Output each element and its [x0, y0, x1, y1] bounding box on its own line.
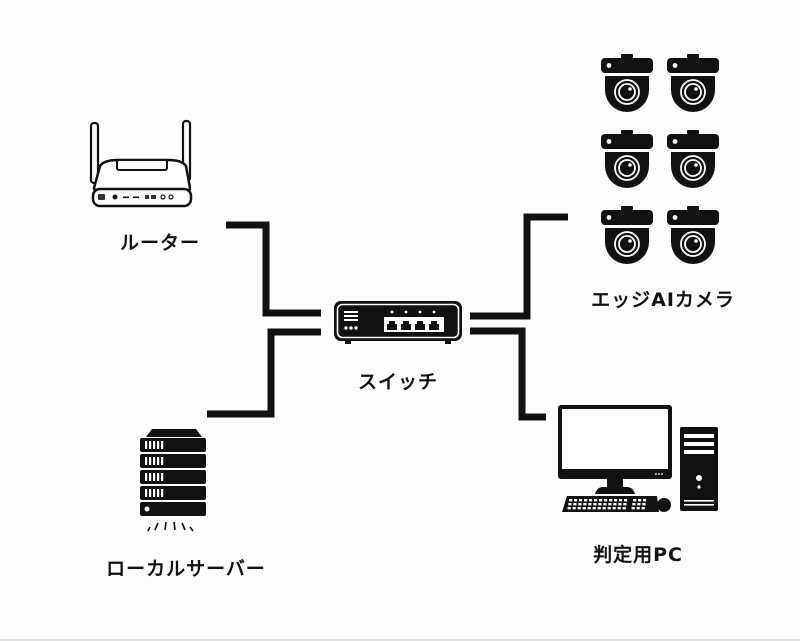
server-label: ローカルサーバー — [106, 558, 266, 580]
desktop-pc-icon — [558, 405, 718, 512]
switch-label: スイッチ — [357, 371, 439, 393]
cameras-label: エッジAIカメラ — [591, 289, 735, 311]
server-unit — [140, 486, 206, 500]
server-unit — [140, 470, 206, 484]
dome-camera-icon — [601, 54, 653, 112]
connection-cameras-switch — [470, 213, 568, 320]
connection-server-switch — [207, 328, 321, 418]
network-switch-icon — [334, 301, 462, 344]
connection-pc-switch — [470, 327, 546, 421]
server-unit — [140, 454, 206, 468]
server-unit — [140, 438, 206, 452]
pc-label: 判定用PC — [593, 544, 683, 566]
router-icon — [89, 119, 193, 208]
bottom-border — [0, 639, 800, 641]
dome-camera-icon — [667, 206, 719, 264]
router-label: ルーター — [119, 232, 201, 254]
dome-camera-icon — [601, 130, 653, 188]
connection-router-switch — [226, 221, 321, 317]
server-rack-icon — [140, 429, 206, 532]
dome-camera-icon — [667, 130, 719, 188]
dome-camera-icon — [667, 54, 719, 112]
dome-camera-icon — [601, 206, 653, 264]
cameras-group — [601, 54, 719, 264]
server-unit — [140, 502, 206, 516]
